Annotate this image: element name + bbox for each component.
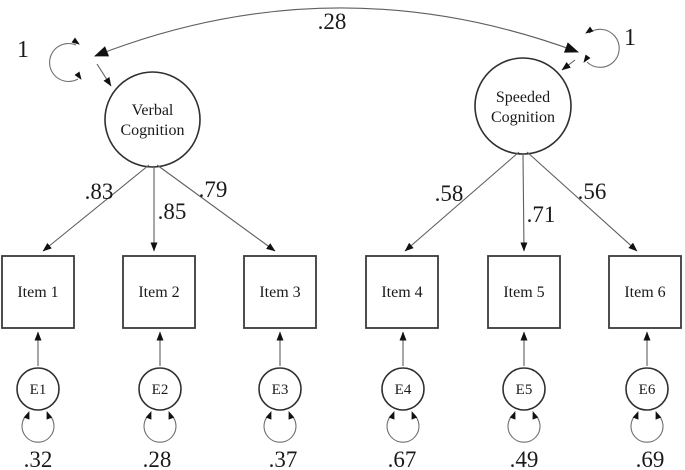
e1-circle — [16, 367, 60, 411]
e4-circle — [381, 367, 425, 411]
covariance-label: .28 — [318, 9, 347, 34]
e2-circle — [138, 367, 182, 411]
verbal-variance-loop — [49, 42, 79, 83]
item-5-label: Item 5 — [503, 284, 544, 301]
e4-variance-label: .67 — [388, 447, 417, 470]
e3-variance-loop — [263, 411, 297, 443]
item-5-box — [487, 255, 561, 329]
item-1-box — [1, 255, 75, 329]
speeded-latent-circle — [474, 57, 572, 155]
item-3-box — [243, 255, 317, 329]
e4-variance-loop — [386, 411, 420, 443]
loading-arrow-3 — [156, 164, 276, 252]
verbal-latent-label-line2: Cognition — [120, 122, 184, 139]
e1-variance-label: .32 — [24, 447, 53, 470]
speeded-variance-loop — [586, 28, 620, 68]
loading-label-1: .83 — [85, 179, 114, 204]
e3-variance-label: .37 — [269, 447, 298, 470]
verbal-variance-label: 1 — [17, 37, 29, 63]
speeded-variance-arrow — [561, 59, 576, 71]
verbal-latent-circle — [104, 71, 201, 168]
e2-variance-loop — [143, 411, 177, 443]
e6-variance-label: .69 — [636, 447, 665, 470]
speeded-variance-label: 1 — [624, 25, 636, 51]
item-1-label: Item 1 — [17, 284, 58, 301]
loading-arrow-1 — [42, 164, 150, 252]
speeded-loop-arrowhead-top — [585, 26, 594, 34]
e3-label: E3 — [272, 382, 289, 398]
item-4-box — [365, 255, 439, 329]
item-6-box — [608, 255, 682, 329]
loading-label-5: .71 — [527, 202, 556, 227]
e2-label: E2 — [152, 382, 169, 398]
loading-label-6: .56 — [578, 179, 607, 204]
loading-arrow-4 — [404, 151, 520, 252]
e5-label: E5 — [516, 382, 533, 398]
e1-variance-loop — [21, 411, 55, 443]
e1-label: E1 — [30, 382, 47, 398]
e5-variance-label: .49 — [510, 447, 539, 470]
loading-arrow-5 — [520, 153, 528, 252]
item-3-label: Item 3 — [259, 284, 300, 301]
speeded-latent-label-line2: Cognition — [491, 109, 555, 126]
loading-label-3: .79 — [199, 177, 228, 202]
e6-label: E6 — [639, 382, 656, 398]
item-4-label: Item 4 — [381, 284, 422, 301]
e5-variance-loop — [507, 411, 541, 443]
covariance-arc — [94, 7, 579, 57]
e3-circle — [258, 367, 302, 411]
e2-variance-label: .28 — [143, 447, 172, 470]
loading-arrow-6 — [526, 151, 638, 252]
item-2-box — [122, 255, 196, 329]
loading-label-2: .85 — [158, 199, 187, 224]
verbal-latent-label-line1: Verbal — [132, 102, 174, 119]
verbal-loop-arrowhead-top — [71, 37, 80, 45]
verbal-variance-arrow — [96, 63, 112, 87]
e4-label: E4 — [395, 382, 412, 398]
e5-circle — [502, 367, 546, 411]
speeded-latent-label-line1: Speeded — [496, 89, 550, 106]
loading-label-4: .58 — [435, 181, 464, 206]
item-6-label: Item 6 — [624, 284, 665, 301]
speeded-loop-arrowhead-bottom — [583, 54, 591, 63]
e6-variance-loop — [630, 411, 664, 443]
e6-circle — [625, 367, 669, 411]
item-2-label: Item 2 — [138, 284, 179, 301]
verbal-loop-arrowhead-bottom — [74, 71, 82, 80]
